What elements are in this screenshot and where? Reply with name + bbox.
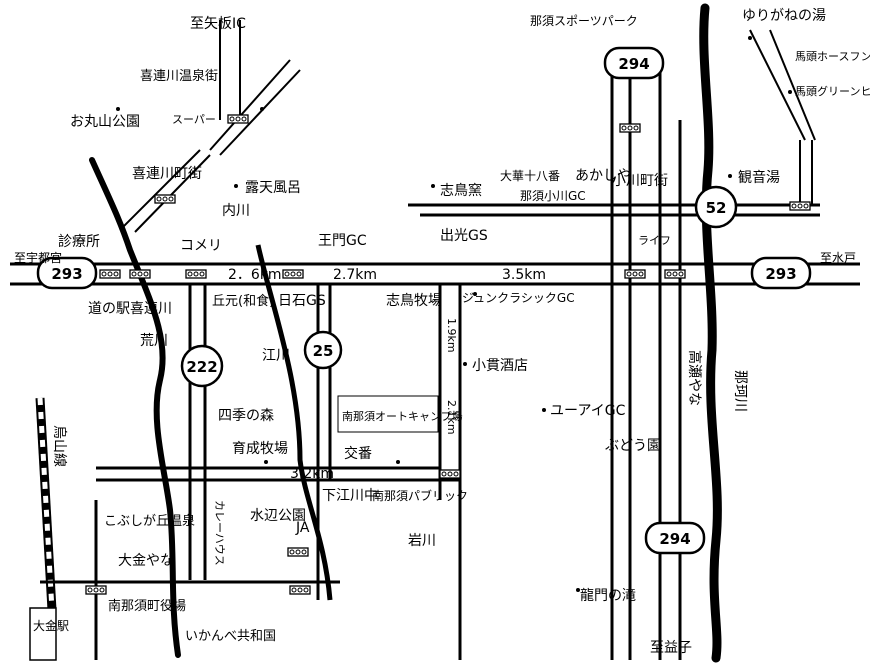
route-293-shield-east: 293 <box>750 256 812 290</box>
traffic-signal-icon <box>129 269 151 279</box>
place-ojimon-gc: 王門GC <box>318 233 367 249</box>
svg-text:222: 222 <box>186 358 217 376</box>
karasuyama-line <box>35 397 57 611</box>
place-ikanbe: いかんべ共和国 <box>185 629 276 644</box>
place-life: ライフ <box>638 234 671 247</box>
direction-mito: 至水戸 <box>820 251 856 265</box>
traffic-signal-icon <box>99 269 121 279</box>
svg-text:293: 293 <box>765 265 796 283</box>
route-293-road <box>10 262 860 286</box>
svg-text:大金駅: 大金駅 <box>33 618 69 633</box>
route-52-shield: 52 <box>694 185 738 229</box>
place-idemitsu-gs: 出光GS <box>440 228 488 244</box>
place-shiki-no-mori: 四季の森 <box>218 408 274 424</box>
place-ryumon-falls: 龍門の滝 <box>580 587 636 604</box>
place-mizube-park: 水辺公園 <box>250 508 306 524</box>
direction-yaita-ic: 至矢板IC <box>190 16 246 32</box>
place-uchikawa: 内川 <box>222 203 250 219</box>
traffic-signal-icon <box>185 269 207 279</box>
place-karasuyama-line: 烏山線 <box>51 425 68 467</box>
nakagawa-river <box>699 3 722 663</box>
place-minaminasu-camp: 南那須オートキャンプ場 <box>337 395 463 433</box>
distance-label: 3.5km <box>502 267 546 283</box>
emagawa-river <box>255 244 333 601</box>
place-michi-no-eki: 道の駅喜連川 <box>88 301 172 317</box>
traffic-signal-icon <box>439 469 461 479</box>
place-taikin-station: 大金駅 <box>29 607 69 661</box>
traffic-signal-icon <box>154 194 176 204</box>
place-ogawa-town: 小川町街 <box>612 173 668 189</box>
distance-label: 2.1km <box>445 400 458 435</box>
route-294-shield-north: 294 <box>603 46 665 80</box>
place-komeri: コメリ <box>180 238 222 254</box>
place-bato-horse: 馬頭ホースフンド <box>795 50 870 63</box>
traffic-signal-icon <box>227 114 249 124</box>
traffic-signal-icon <box>282 269 304 279</box>
traffic-signal-icon <box>664 269 686 279</box>
place-shichori-farm: 志鳥牧場 <box>386 293 442 309</box>
place-kannonyu: 観音湯 <box>738 169 780 186</box>
svg-text:294: 294 <box>618 55 649 73</box>
traffic-signal-icon <box>85 585 107 595</box>
place-nasu-sports-park: 那須スポーツパーク <box>530 14 638 28</box>
place-shimoe-junior-high: 下江川中 <box>322 488 378 504</box>
svg-text:293: 293 <box>51 265 82 283</box>
distance-label: 1.9km <box>445 318 458 353</box>
place-budoen: ぶどう園 <box>605 438 661 454</box>
place-emagawa: 江川 <box>262 348 290 364</box>
route-294-shield-south: 294 <box>644 521 706 555</box>
place-omaruyama-park: お丸山公園 <box>70 114 140 130</box>
traffic-signal-icon <box>789 201 811 211</box>
route-25-shield: 25 <box>303 330 343 370</box>
place-minaminasu-republic: 南那須パブリック <box>372 488 468 503</box>
place-arakawa: 荒川 <box>140 333 168 349</box>
place-ikusei-farm: 育成牧場 <box>232 441 288 457</box>
distance-label: 3.2km <box>290 466 334 482</box>
place-kobushi-onsen: こぶしが丘温泉 <box>104 513 195 529</box>
place-shichoji-kiln: 志鳥窯 <box>440 182 482 199</box>
traffic-signal-icon <box>287 547 309 557</box>
route-293-shield-west: 293 <box>36 256 98 290</box>
place-takase-yana: 高瀬やな <box>686 350 703 406</box>
place-okamoto: 丘元(和食) <box>212 293 274 309</box>
arakawa-river <box>89 157 181 658</box>
place-yurigane-no-yu: ゆりがねの湯 <box>742 7 826 24</box>
place-ja: JA <box>295 520 310 536</box>
place-hishiro-gs: 日石GS <box>278 293 326 309</box>
place-yui-gc: ユーアイGC <box>550 403 626 419</box>
place-nasu-ogawa-gc: 那須小川GC <box>520 189 586 203</box>
traffic-signal-icon <box>624 269 646 279</box>
distance-label: 2.7km <box>333 267 377 283</box>
place-junk-classic-gc: ジュンクラシックGC <box>462 291 575 305</box>
direction-mashiko: 至益子 <box>650 640 692 656</box>
svg-text:25: 25 <box>313 342 334 360</box>
traffic-signal-icon <box>619 123 641 133</box>
place-rotenburo: 露天風呂 <box>245 180 301 196</box>
place-curry-house: カレーハウス <box>213 500 226 566</box>
distance-label: 2．6km <box>228 267 282 283</box>
place-akashiya: あかしや <box>575 168 631 184</box>
place-koban: 交番 <box>344 445 372 462</box>
place-daika: 大華十八番 <box>500 169 560 183</box>
traffic-signal-icon <box>289 585 311 595</box>
place-nakagawa: 那珂川 <box>732 370 748 412</box>
place-supermarket: スーパー <box>172 113 216 126</box>
place-kotsura-liquor: 小貫酒店 <box>472 358 528 374</box>
place-clinic: 診療所 <box>58 233 100 250</box>
place-minaminasu-office: 南那須町役場 <box>108 598 186 614</box>
svg-text:294: 294 <box>659 530 690 548</box>
direction-utsunomiya: 至宇都宮 <box>14 250 62 265</box>
place-kitsuregawa-town: 喜連川町街 <box>132 166 202 182</box>
svg-text:52: 52 <box>706 199 727 217</box>
place-bato-green: 馬頭グリーンヒル <box>795 84 870 98</box>
place-taikin-yana: 大金やな <box>118 553 174 569</box>
route-222-shield: 222 <box>180 344 224 388</box>
place-kitsuregawa-onsen: 喜連川温泉街 <box>140 68 218 84</box>
place-iwakawa: 岩川 <box>408 533 436 549</box>
svg-text:南那須オートキャンプ場: 南那須オートキャンプ場 <box>342 410 463 423</box>
